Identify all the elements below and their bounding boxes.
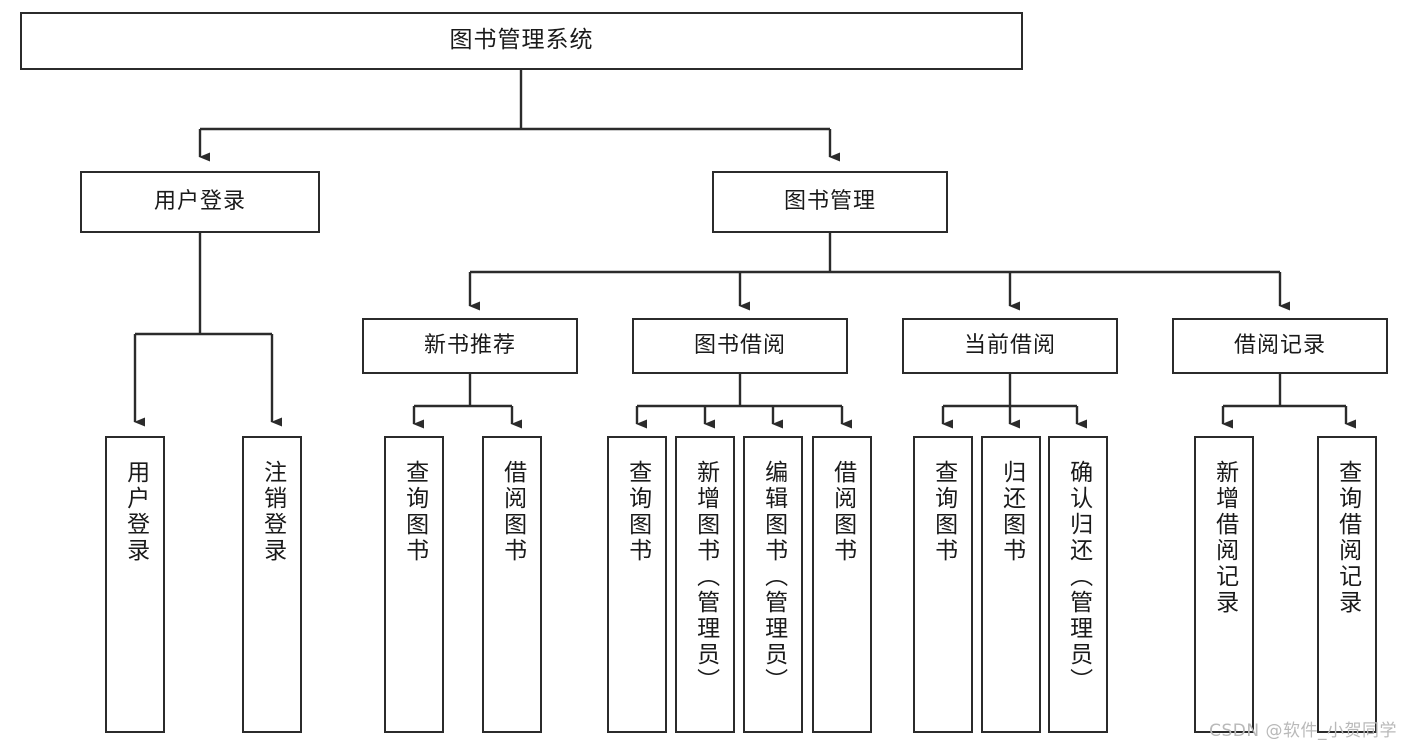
leaf-borrow-book-2[interactable]: 借阅图书: [812, 436, 872, 733]
leaf-query-book-3[interactable]: 查询图书: [913, 436, 973, 733]
leaf-logout-login[interactable]: 注销登录: [242, 436, 302, 733]
node-user-login[interactable]: 用户登录: [80, 171, 320, 233]
node-label: 用户登录: [153, 188, 246, 214]
leaf-user-login[interactable]: 用户登录: [105, 436, 165, 733]
node-label: 借阅图书: [829, 460, 856, 564]
leaf-confirm-return[interactable]: 确认归还（管理员）: [1048, 436, 1108, 733]
node-label: 图书管理: [783, 188, 876, 214]
leaf-edit-book[interactable]: 编辑图书（管理员）: [743, 436, 803, 733]
node-label: 借阅记录: [1233, 332, 1326, 358]
node-label: 当前借阅: [963, 332, 1056, 358]
node-label: 查询借阅记录: [1334, 460, 1361, 616]
node-label: 确认归还（管理员）: [1065, 460, 1092, 694]
node-book-manage[interactable]: 图书管理: [712, 171, 948, 233]
node-current-borrow[interactable]: 当前借阅: [902, 318, 1118, 374]
node-label: 查询图书: [401, 460, 428, 564]
leaf-query-record[interactable]: 查询借阅记录: [1317, 436, 1377, 733]
node-label: 查询图书: [930, 460, 957, 564]
node-label: 新书推荐: [423, 332, 516, 358]
leaf-return-book[interactable]: 归还图书: [981, 436, 1041, 733]
leaf-query-book-2[interactable]: 查询图书: [607, 436, 667, 733]
leaf-add-record[interactable]: 新增借阅记录: [1194, 436, 1254, 733]
node-new-book-recommend[interactable]: 新书推荐: [362, 318, 578, 374]
node-label: 新增借阅记录: [1211, 460, 1238, 616]
leaf-query-book-1[interactable]: 查询图书: [384, 436, 444, 733]
node-label: 查询图书: [624, 460, 651, 564]
node-root-system[interactable]: 图书管理系统: [20, 12, 1023, 70]
node-label: 注销登录: [259, 460, 286, 564]
node-label: 借阅图书: [499, 460, 526, 564]
node-label: 新增图书（管理员）: [692, 460, 719, 694]
node-book-borrow[interactable]: 图书借阅: [632, 318, 848, 374]
leaf-add-book[interactable]: 新增图书（管理员）: [675, 436, 735, 733]
node-borrow-record[interactable]: 借阅记录: [1172, 318, 1388, 374]
node-label: 编辑图书（管理员）: [760, 460, 787, 694]
node-label: 图书借阅: [693, 332, 786, 358]
leaf-borrow-book-1[interactable]: 借阅图书: [482, 436, 542, 733]
csdn-watermark: CSDN @软件_小贺同学: [1209, 721, 1397, 741]
node-label: 用户登录: [122, 460, 149, 564]
node-label: 归还图书: [998, 460, 1025, 564]
node-label: 图书管理系统: [449, 27, 594, 54]
